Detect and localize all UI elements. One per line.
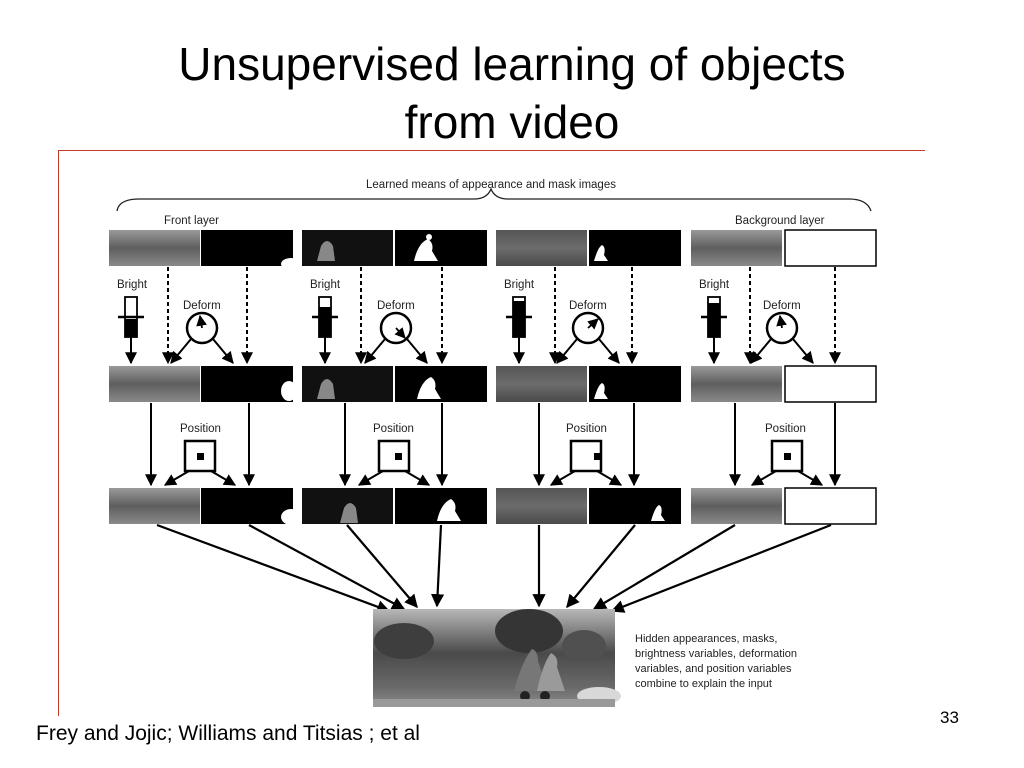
positioned-mask-1	[201, 488, 293, 524]
deform-dial-2	[364, 311, 428, 364]
layer-group-3: Bright Deform Position	[496, 230, 681, 524]
bright-gauge-fill-1	[125, 319, 137, 337]
explanation-line-1: Hidden appearances, masks,	[635, 633, 777, 645]
position-box-1	[163, 439, 237, 486]
appearance-image-3	[496, 230, 587, 266]
front-layer-label: Front layer	[164, 215, 219, 227]
deform-label-4: Deform	[763, 300, 801, 312]
bright-gauge-3	[506, 296, 532, 365]
deformed-mask-2	[395, 366, 487, 402]
position-box-2	[357, 439, 431, 486]
positioned-mask-3	[589, 488, 681, 524]
deform-dial-3	[556, 311, 620, 364]
mask-image-4	[784, 229, 877, 267]
bright-gauge-fill-3	[513, 301, 525, 337]
citation-caption: Frey and Jojic; Williams and Titsias ; e…	[36, 722, 420, 745]
bright-gauge-fill-2	[319, 307, 331, 337]
position-label-2: Position	[373, 423, 414, 435]
explanation-text: Hidden appearances, masks, brightness va…	[635, 633, 797, 690]
explanation-line-4: combine to explain the input	[635, 678, 772, 690]
bright-gauge-1	[118, 296, 144, 365]
deform-label-3: Deform	[569, 300, 607, 312]
combine-arrows	[156, 523, 832, 614]
positioned-mask-4	[784, 487, 877, 525]
positioned-appearance-1	[109, 488, 200, 524]
explanation-line-3: variables, and position variables	[635, 663, 792, 675]
composite-input-image	[373, 609, 621, 707]
slide-title-line-1: Unsupervised learning of objects	[178, 38, 846, 90]
deform-label-1: Deform	[183, 300, 221, 312]
position-label-3: Position	[566, 423, 607, 435]
background-layer-label: Background layer	[735, 215, 825, 227]
bright-label-4: Bright	[699, 279, 730, 291]
bright-label-1: Bright	[117, 279, 148, 291]
bright-gauge-fill-4	[708, 303, 720, 337]
position-box-3	[549, 439, 623, 486]
slide-title-line-2: from video	[404, 96, 620, 148]
position-label-4: Position	[765, 423, 806, 435]
mask-image-2	[395, 230, 487, 266]
bright-label-3: Bright	[504, 279, 535, 291]
layer-group-4: Bright Deform Position	[691, 229, 877, 525]
mask-image-1	[201, 230, 293, 266]
header-brace	[116, 187, 872, 212]
positioned-appearance-4	[691, 488, 782, 524]
layer-group-2: Bright Deform Position	[302, 230, 487, 524]
deformed-appearance-4	[691, 366, 782, 402]
deformed-mask-1	[201, 366, 293, 402]
deformed-appearance-1	[109, 366, 200, 402]
appearance-image-2	[302, 230, 393, 266]
header-label: Learned means of appearance and mask ima…	[366, 179, 616, 191]
deform-dial-1	[170, 311, 234, 364]
explanation-line-2: brightness variables, deformation	[635, 648, 797, 660]
layer-model-figure: Learned means of appearance and mask ima…	[109, 179, 877, 707]
slide-title: Unsupervised learning of objects from vi…	[0, 35, 1024, 151]
appearance-image-1	[109, 230, 200, 266]
appearance-image-4	[691, 230, 782, 266]
deformed-mask-4	[784, 365, 877, 403]
position-label-1: Position	[180, 423, 221, 435]
position-box-4	[750, 439, 824, 486]
page-number: 33	[940, 708, 959, 727]
deform-dial-4	[750, 311, 814, 364]
figure-frame: Learned means of appearance and mask ima…	[58, 150, 925, 716]
bright-gauge-2	[312, 296, 338, 365]
deformed-appearance-3	[496, 366, 587, 402]
layer-group-1: Bright Deform Position	[109, 230, 301, 525]
bright-gauge-4	[701, 296, 727, 365]
positioned-appearance-3	[496, 488, 587, 524]
bright-label-2: Bright	[310, 279, 341, 291]
deform-label-2: Deform	[377, 300, 415, 312]
deformed-appearance-2	[302, 366, 393, 402]
